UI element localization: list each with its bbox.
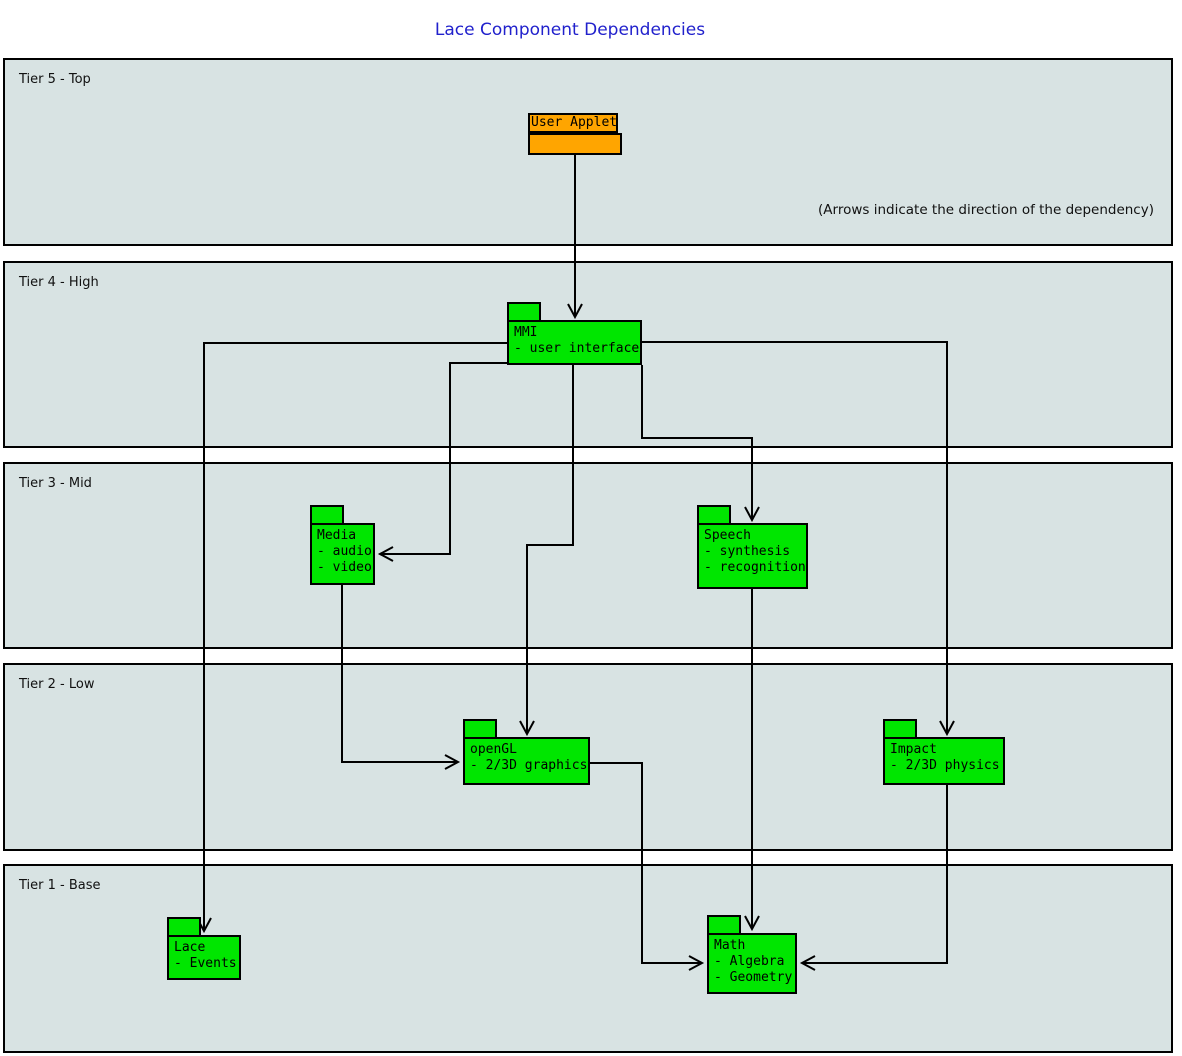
component-body: Speech - synthesis - recognition (697, 523, 808, 589)
component-name: Media (317, 528, 357, 543)
package-tab-icon (310, 505, 344, 523)
component-name: MMI (514, 325, 538, 340)
package-tab-icon (883, 719, 917, 737)
package-tab-icon (507, 302, 541, 320)
component-body (528, 133, 622, 155)
component-body: Lace - Events (167, 935, 241, 980)
component-name: Lace (174, 940, 206, 955)
package-tab-icon (707, 915, 741, 933)
tier-band-3: Tier 3 - Mid (3, 462, 1173, 649)
component-name: Speech (704, 528, 751, 543)
component-name: Impact (890, 742, 937, 757)
component-name: User Applet (528, 113, 618, 133)
tier-label: Tier 2 - Low (19, 677, 95, 692)
edge-impact-to-math (799, 785, 948, 971)
component-body: openGL - 2/3D graphics (463, 737, 590, 785)
component-body: Impact - 2/3D physics (883, 737, 1005, 785)
tier-label: Tier 4 - High (19, 275, 99, 290)
component-detail: - 2/3D physics (890, 758, 1000, 773)
page-title: Lace Component Dependencies (434, 20, 706, 40)
tier-label: Tier 3 - Mid (19, 476, 92, 491)
package-tab-icon (463, 719, 497, 737)
component-detail: - user interface (514, 341, 640, 356)
edge-opengl-to-math (590, 762, 705, 971)
edge-mmi-to-impact (642, 341, 955, 737)
component-detail: - Events (174, 956, 237, 971)
component-detail: - audio (317, 544, 372, 559)
component-name: openGL (470, 742, 517, 757)
edge-mmi-to-media (377, 362, 507, 562)
component-detail: - recognition (704, 560, 806, 575)
component-body: Media - audio - video (310, 523, 375, 585)
edge-media-to-opengl (341, 585, 461, 770)
component-detail: - synthesis (704, 544, 791, 559)
component-body: MMI - user interface (507, 320, 642, 365)
edge-mmi-to-opengl (519, 365, 574, 737)
edge-mmi-to-speech (641, 365, 760, 523)
tier-label: Tier 5 - Top (19, 72, 91, 87)
edge-mmi-to-lace (196, 342, 507, 934)
component-detail: - Geometry (714, 970, 793, 985)
component-body: Math - Algebra - Geometry (707, 933, 797, 994)
legend-note: (Arrows indicate the direction of the de… (818, 202, 1154, 218)
package-tab-icon (167, 917, 201, 935)
component-detail: - video (317, 560, 372, 575)
tier-label: Tier 1 - Base (19, 878, 101, 893)
component-detail: - 2/3D graphics (470, 758, 588, 773)
component-detail: - Algebra (714, 954, 785, 969)
package-tab-icon (697, 505, 731, 523)
component-name: Math (714, 938, 746, 953)
